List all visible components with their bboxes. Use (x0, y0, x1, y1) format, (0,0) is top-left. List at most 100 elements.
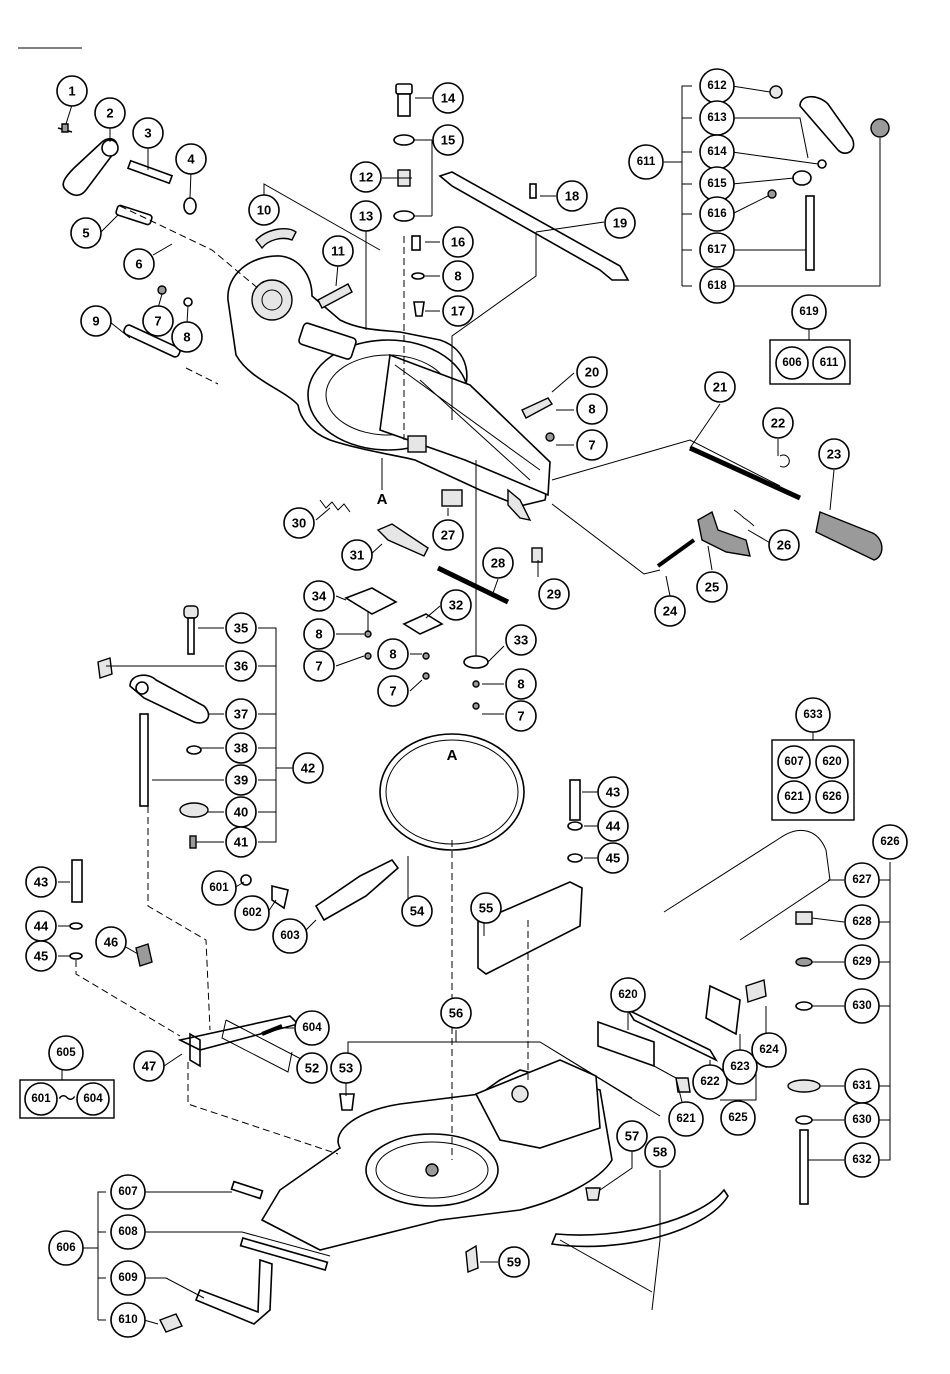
callout-8e: 8 (377, 638, 409, 670)
callout-label: 23 (827, 447, 841, 462)
part-622-slide (625, 1008, 719, 1062)
callout-630b: 630 (844, 1102, 880, 1138)
callout-608: 608 (110, 1214, 146, 1250)
part-10-plate (255, 228, 297, 250)
callout-609: 609 (110, 1260, 146, 1296)
callout-circle (699, 232, 735, 268)
callout-label: 20 (585, 365, 599, 380)
callout-label: 47 (142, 1059, 156, 1074)
callout-circle (597, 810, 629, 842)
callout-circle (818, 438, 850, 470)
base-turntable (260, 1059, 613, 1251)
callout-circle (791, 294, 827, 330)
callout-circle (844, 904, 880, 940)
part-43-right-bolt (569, 779, 581, 821)
callout-circle (234, 895, 270, 931)
part-21-rod (688, 445, 802, 501)
callout-circle (225, 732, 257, 764)
callout-28: 28 (482, 547, 514, 579)
callout-631: 631 (844, 1068, 880, 1104)
callout-label: 630 (852, 1114, 871, 1126)
callout-circle (696, 571, 728, 603)
part-57-plug (585, 1187, 601, 1201)
callout-circle (470, 892, 502, 924)
callout-34: 34 (303, 580, 335, 612)
callout-25: 25 (696, 571, 728, 603)
callout-label: 3 (144, 126, 151, 141)
part-22-clip (779, 454, 790, 468)
saw-head-assembly (227, 255, 551, 521)
callout-42: 42 (292, 752, 324, 784)
callout-circle (123, 248, 155, 280)
callout-16: 16 (442, 226, 474, 258)
callout-617: 617 (699, 232, 735, 268)
callout-601: 601 (201, 870, 237, 906)
part-607-bolt (230, 1180, 264, 1200)
callout-circle (110, 1214, 146, 1250)
part-30-spring (319, 499, 351, 513)
callout-4: 4 (175, 143, 207, 175)
part-608-rod (239, 1237, 329, 1271)
callout-label: 8 (183, 330, 190, 345)
callout-label: 8 (517, 677, 524, 692)
kit-605-to: 604 (83, 1093, 103, 1105)
callout-circle (432, 124, 464, 156)
callout-label: 38 (234, 741, 248, 756)
callout-35: 35 (225, 612, 257, 644)
callout-7d: 7 (377, 675, 409, 707)
part-31-latch (376, 523, 429, 557)
callout-circle (720, 1100, 756, 1136)
callout-circle (272, 918, 308, 954)
callout-label: 31 (350, 548, 364, 563)
callout-612: 612 (699, 68, 735, 104)
callout-label: 45 (34, 949, 48, 964)
callout-circle (225, 698, 257, 730)
kit-633-box (771, 739, 855, 821)
callout-label: 52 (305, 1061, 319, 1076)
callout-circle (538, 578, 570, 610)
callout-label: 53 (339, 1061, 353, 1076)
callout-615: 615 (699, 166, 735, 202)
callout-label: 5 (82, 226, 89, 241)
callout-label: 627 (852, 874, 871, 886)
callout-label: 6 (135, 257, 142, 272)
callout-circle (628, 144, 664, 180)
kit-605-contents: 601 〜 604 (24, 1082, 110, 1116)
callout-circle (225, 650, 257, 682)
callout-20: 20 (576, 356, 608, 388)
callout-circle (768, 529, 800, 561)
kit-633-item-2: 621 (784, 791, 804, 803)
callout-10: 10 (248, 194, 280, 226)
callout-label: 623 (730, 1061, 749, 1073)
callout-circle (644, 1136, 676, 1168)
part-55-plate (477, 881, 583, 975)
callout-circle (432, 82, 464, 114)
kit-619-item-0: 606 (782, 357, 801, 369)
callout-627: 627 (844, 862, 880, 898)
callout-label: 45 (606, 851, 620, 866)
part-54-ring (379, 733, 525, 851)
callout-circle (844, 862, 880, 898)
callout-19: 19 (604, 207, 636, 239)
callout-24: 24 (654, 595, 686, 627)
callout-619: 619 (791, 294, 827, 330)
callout-label: 46 (104, 935, 118, 950)
part-610-knob (159, 1313, 183, 1333)
callout-6: 6 (123, 248, 155, 280)
kit-619-box (769, 339, 851, 385)
callout-label: 40 (234, 805, 248, 820)
callout-circle (171, 321, 203, 353)
callout-621: 621 (668, 1101, 704, 1137)
phantom-line-2 (185, 367, 219, 385)
callout-label: 625 (728, 1112, 748, 1124)
callout-17: 17 (442, 295, 474, 327)
callout-label: 618 (707, 280, 727, 292)
callout-label: 44 (34, 919, 49, 934)
callout-circle (699, 268, 735, 304)
callout-46: 46 (95, 926, 127, 958)
callout-circle (482, 547, 514, 579)
callout-label: 7 (315, 659, 322, 674)
callout-circle (668, 1101, 704, 1137)
callout-circle (296, 1052, 328, 1084)
callout-58: 58 (644, 1136, 676, 1168)
